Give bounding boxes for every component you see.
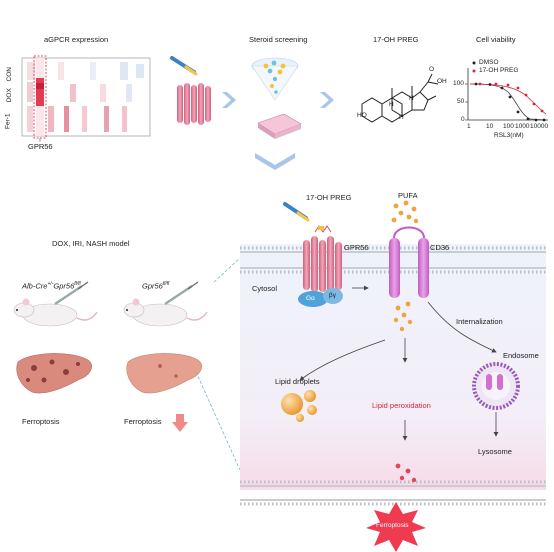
galpha-label: Gα — [306, 295, 315, 302]
mouse-right-genotype: Gpr56fl/fl — [142, 281, 170, 291]
arrow-to-droplets — [299, 339, 386, 381]
model-title: DOX, IRI, NASH model — [52, 239, 130, 248]
lipid-droplets — [281, 390, 317, 422]
chevron-right-icon — [222, 92, 236, 108]
arrow-internalization — [427, 301, 497, 353]
y-tick: 50 — [457, 98, 465, 105]
preg-points — [478, 82, 544, 113]
chevron-down-icon — [255, 153, 295, 170]
legend-dmso-marker — [472, 61, 476, 65]
screening-plate-icon — [251, 57, 299, 101]
legend-preg: 17-OH PREG — [479, 67, 519, 74]
molecule-oh: OH — [437, 78, 447, 85]
ferroptosis-burst — [366, 502, 426, 552]
chevron-right-icon — [320, 92, 334, 108]
mouse-left — [13, 298, 98, 327]
gpcr-expression-title: aGPCR expression — [44, 35, 109, 44]
dmso-points — [474, 82, 546, 122]
mouse-left-genotype: Alb-Cre+/-Gpr56fl/fl — [22, 281, 81, 291]
lipid-peroxidation-label: Lipid peroxidation — [372, 401, 431, 410]
steroid-screening-title: Steroid screening — [249, 35, 308, 44]
heatmap — [21, 55, 151, 142]
cytosol-label: Cytosol — [252, 284, 278, 293]
oxidized-lipids — [395, 463, 417, 483]
syringe-icon — [54, 281, 89, 306]
gpr56-label: GPR56 — [344, 243, 369, 252]
lysosome-label: Lysosome — [478, 447, 512, 456]
well-plate-icon — [257, 113, 302, 139]
internalization-label: Internalization — [456, 317, 503, 326]
y-tick: 0 — [461, 116, 465, 123]
y-tick: 100 — [453, 80, 464, 87]
ferroptosis-burst-label: Ferroptosis — [376, 522, 409, 529]
gpr56-column-label: GPR56 — [28, 142, 53, 151]
compound-title: 17-OH PREG — [373, 35, 419, 44]
pipette-icon — [170, 56, 198, 76]
cd36-label: CD36 — [430, 243, 450, 252]
x-tick: 100 — [503, 123, 514, 130]
ferroptosis-left-label: Ferroptosis — [22, 417, 60, 426]
gbetagamma-label: βγ — [329, 292, 336, 299]
g-protein — [298, 288, 343, 307]
decrease-arrow-icon — [172, 414, 188, 432]
syringe-icon — [164, 281, 199, 306]
cell-viability-title: Cell viability — [476, 35, 516, 44]
pufa-particles — [391, 200, 419, 332]
x-axis-label: RSL3(nM) — [494, 132, 524, 139]
pipette-icon — [283, 202, 310, 222]
x-tick: 1000 — [515, 123, 530, 130]
molecule-o: O — [429, 66, 435, 73]
ferroptosis-right-label: Ferroptosis — [124, 417, 162, 426]
endosome-label: Endosome — [503, 351, 539, 360]
heatmap-row-label: DOX — [5, 88, 13, 103]
molecule-h: H — [399, 114, 404, 121]
viability-plot — [465, 61, 548, 122]
liver-healthy — [126, 353, 202, 394]
x-tick: 1 — [467, 123, 471, 130]
liver-damaged — [16, 353, 92, 394]
legend-preg-marker — [472, 69, 476, 73]
pufa-label: PUFA — [398, 191, 418, 200]
zoom-line — [213, 257, 241, 283]
mouse-right — [123, 298, 208, 327]
steroid-molecule-structure — [361, 73, 439, 123]
molecule-h: H — [389, 101, 394, 108]
legend-dmso: DMSO — [479, 59, 499, 66]
heatmap-row-label: Fer-1 — [4, 113, 12, 130]
gpcr-receptor-icon — [177, 83, 211, 125]
molecule-h: H — [409, 95, 414, 102]
x-tick: 10 — [486, 123, 494, 130]
molecule-ho: HO — [357, 112, 367, 119]
heatmap-row-label: CON — [5, 67, 13, 82]
zoom-line — [195, 371, 241, 471]
ligand-label: 17-OH PREG — [306, 193, 352, 202]
cd36-transporter — [389, 226, 429, 298]
endosome — [472, 362, 520, 410]
x-tick: 10000 — [530, 123, 549, 130]
gpr56-receptor — [303, 225, 342, 292]
plasma-membrane-bottom — [240, 480, 546, 506]
lipid-droplets-label: Lipid droplets — [275, 377, 320, 386]
